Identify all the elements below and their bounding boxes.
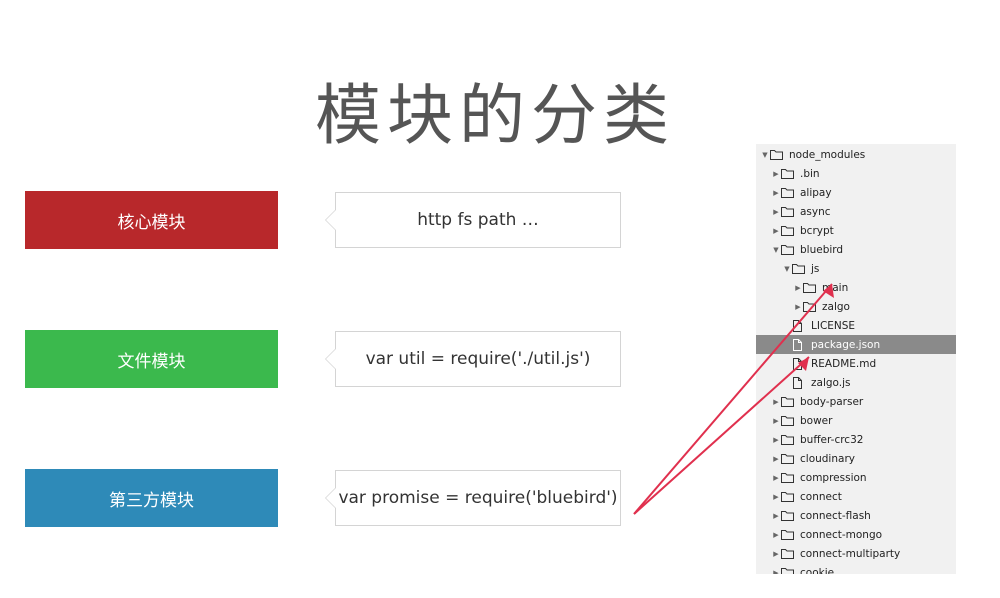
file-icon xyxy=(792,357,809,370)
file-tree-row[interactable]: ▶ buffer-crc32 xyxy=(756,430,956,449)
file-tree-row[interactable]: ▶ connect xyxy=(756,487,956,506)
folder-icon xyxy=(781,509,798,522)
file-tree-row[interactable]: ▶ main xyxy=(756,278,956,297)
file-tree-row-label: bcrypt xyxy=(800,224,834,237)
folder-icon xyxy=(803,300,820,313)
file-tree-row[interactable]: ▶ bcrypt xyxy=(756,221,956,240)
folder-icon xyxy=(781,433,798,446)
folder-icon xyxy=(781,395,798,408)
file-tree-row[interactable]: ▶ connect-flash xyxy=(756,506,956,525)
file-tree-row[interactable]: README.md xyxy=(756,354,956,373)
disclosure-right-icon[interactable]: ▶ xyxy=(773,511,779,520)
category-core-label: 核心模块 xyxy=(25,191,278,249)
disclosure-right-icon[interactable]: ▶ xyxy=(795,302,801,311)
category-file-example: var util = require('./util.js') xyxy=(325,331,621,387)
folder-icon xyxy=(781,186,798,199)
disclosure-right-icon[interactable]: ▶ xyxy=(773,473,779,482)
file-tree-row-label: package.json xyxy=(811,338,881,351)
file-tree-row-label: .bin xyxy=(800,167,820,180)
file-tree-row-label: connect-flash xyxy=(800,509,871,522)
file-icon xyxy=(792,319,809,332)
file-tree-row[interactable]: ▶ cookie xyxy=(756,563,956,574)
file-tree-row[interactable]: ▶ bower xyxy=(756,411,956,430)
file-tree-row[interactable]: ▶ compression xyxy=(756,468,956,487)
category-third-party-example: var promise = require('bluebird') xyxy=(325,470,621,526)
file-tree-row-label: main xyxy=(822,281,849,294)
file-tree-panel: ▼ node_modules ▶ .bin ▶ alipay ▶ async ▶ bcrypt ▼ b… xyxy=(756,144,956,574)
folder-icon xyxy=(781,243,798,256)
file-tree-row-label: connect xyxy=(800,490,842,503)
file-icon xyxy=(792,338,809,351)
disclosure-right-icon[interactable]: ▶ xyxy=(795,283,801,292)
file-tree-row-label: connect-multiparty xyxy=(800,547,901,560)
disclosure-right-icon[interactable]: ▶ xyxy=(773,454,779,463)
file-tree-row-label: js xyxy=(811,262,820,275)
file-tree-row-label: zalgo.js xyxy=(811,376,851,389)
folder-icon xyxy=(781,205,798,218)
disclosure-right-icon[interactable]: ▶ xyxy=(773,169,779,178)
file-tree-row[interactable]: ▼ js xyxy=(756,259,956,278)
disclosure-right-icon[interactable]: ▶ xyxy=(773,397,779,406)
disclosure-right-icon[interactable]: ▶ xyxy=(773,568,779,575)
file-icon xyxy=(792,376,809,389)
file-tree-row[interactable]: ▶ async xyxy=(756,202,956,221)
file-tree-row-label: LICENSE xyxy=(811,319,856,332)
disclosure-down-icon[interactable]: ▼ xyxy=(773,245,779,254)
file-tree-row-label: bluebird xyxy=(800,243,844,256)
folder-icon xyxy=(803,281,820,294)
disclosure-right-icon[interactable]: ▶ xyxy=(773,549,779,558)
folder-icon xyxy=(781,414,798,427)
file-tree-row[interactable]: ▶ .bin xyxy=(756,164,956,183)
folder-icon xyxy=(781,490,798,503)
category-third-party-label: 第三方模块 xyxy=(25,469,278,527)
folder-icon xyxy=(781,167,798,180)
file-tree-row-label: alipay xyxy=(800,186,832,199)
file-tree-row-label: bower xyxy=(800,414,833,427)
disclosure-right-icon[interactable]: ▶ xyxy=(773,416,779,425)
disclosure-right-icon[interactable]: ▶ xyxy=(773,226,779,235)
file-tree-row[interactable]: package.json xyxy=(756,335,956,354)
file-tree-row[interactable]: ▶ connect-mongo xyxy=(756,525,956,544)
disclosure-right-icon[interactable]: ▶ xyxy=(773,530,779,539)
disclosure-down-icon[interactable]: ▼ xyxy=(762,150,768,159)
slide-title: 模块的分类 xyxy=(315,77,675,154)
file-tree-row[interactable]: ▼ node_modules xyxy=(756,145,956,164)
disclosure-right-icon[interactable]: ▶ xyxy=(773,207,779,216)
file-tree-row-label: connect-mongo xyxy=(800,528,883,541)
file-tree-row-label: async xyxy=(800,205,831,218)
folder-icon xyxy=(781,452,798,465)
file-tree-row[interactable]: zalgo.js xyxy=(756,373,956,392)
category-file-label: 文件模块 xyxy=(25,330,278,388)
file-tree-row-label: buffer-crc32 xyxy=(800,433,864,446)
disclosure-down-icon[interactable]: ▼ xyxy=(784,264,790,273)
disclosure-right-icon[interactable]: ▶ xyxy=(773,492,779,501)
file-tree-row-label: body-parser xyxy=(800,395,864,408)
folder-icon xyxy=(781,528,798,541)
file-tree-row[interactable]: ▶ cloudinary xyxy=(756,449,956,468)
folder-icon xyxy=(792,262,809,275)
file-tree-row-label: zalgo xyxy=(822,300,850,313)
file-tree-row-label: cloudinary xyxy=(800,452,855,465)
folder-icon xyxy=(781,471,798,484)
file-tree-row[interactable]: ▶ zalgo xyxy=(756,297,956,316)
disclosure-right-icon[interactable]: ▶ xyxy=(773,435,779,444)
file-tree-row-label: node_modules xyxy=(789,148,866,161)
file-tree-row[interactable]: ▶ connect-multiparty xyxy=(756,544,956,563)
disclosure-right-icon[interactable]: ▶ xyxy=(773,188,779,197)
file-tree-row[interactable]: ▼ bluebird xyxy=(756,240,956,259)
file-tree-row[interactable]: LICENSE xyxy=(756,316,956,335)
folder-icon xyxy=(781,547,798,560)
file-tree-row-label: README.md xyxy=(811,357,877,370)
file-tree-row-label: compression xyxy=(800,471,867,484)
category-core-example: http fs path … xyxy=(325,192,621,248)
folder-icon xyxy=(781,566,798,574)
file-tree-row[interactable]: ▶ alipay xyxy=(756,183,956,202)
folder-icon xyxy=(770,148,787,161)
file-tree-row-label: cookie xyxy=(800,566,835,575)
file-tree-row[interactable]: ▶ body-parser xyxy=(756,392,956,411)
folder-icon xyxy=(781,224,798,237)
